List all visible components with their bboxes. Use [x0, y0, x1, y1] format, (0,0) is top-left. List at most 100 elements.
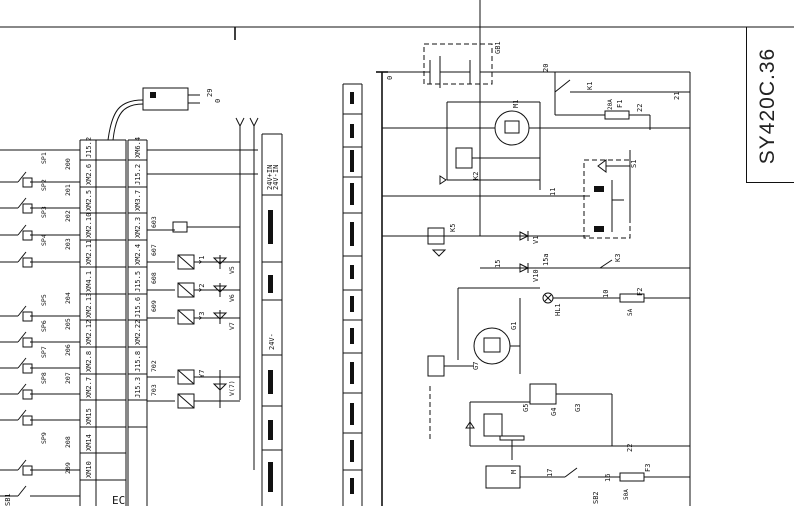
pressure-switch-label: SP4 [40, 234, 48, 246]
sp-row-6 [0, 331, 80, 348]
sp-row-2 [0, 197, 80, 214]
connector-mid-label: J15.8 [134, 351, 142, 372]
sp-row-4 [0, 251, 80, 268]
valve-diode-label: V5 [228, 266, 236, 274]
connector-left-label: XM2.10 [85, 213, 93, 238]
connector-mid-label: J15.6 [134, 297, 142, 318]
function-column [261, 133, 283, 506]
sp-row-9 [0, 409, 80, 426]
valve-y3 [177, 309, 240, 325]
connector-left-label: XM2.5 [85, 190, 93, 211]
pressure-switch-label: SP1 [40, 152, 48, 164]
valve-label: Y2 [198, 284, 206, 292]
wire-code-left: 209 [64, 462, 72, 474]
sensor-module: 29 0 [107, 87, 222, 141]
connector-mid-label: XM2.3 [134, 217, 142, 238]
svg-text:K1: K1 [586, 82, 594, 90]
connector-left-label: XM2.11 [85, 240, 93, 265]
sp-row-5 [0, 305, 80, 322]
valve-diode-label: V(7) [228, 380, 236, 396]
g1-label: G1 [510, 322, 518, 330]
svg-text:16: 16 [604, 474, 612, 482]
power-term-label: 24V+IN [266, 165, 274, 190]
valve-label: Y3 [198, 312, 206, 320]
f3-label: F3 [644, 464, 652, 472]
pressure-switch-section: EC [0, 139, 127, 507]
sb2-label: SB2 [592, 491, 600, 504]
wire-labels-top: 20 21 22 K1 F1 20A [542, 64, 681, 112]
valve-label: Y1 [198, 256, 206, 264]
connector-mid-label: XM2.22 [134, 320, 142, 345]
connector-left-label: XM2.8 [85, 351, 93, 372]
wire-0-label: 0 [214, 99, 222, 103]
regulator-g3: G3 G5 G4 22 [429, 383, 690, 460]
pressure-switch-label: SP8 [40, 372, 48, 384]
svg-text:20A: 20A [607, 99, 614, 110]
title-block [746, 27, 794, 183]
connector-left-label: XM10 [85, 461, 93, 478]
diode-v1: V1 [519, 231, 540, 244]
pressure-switch-label: SP3 [40, 206, 48, 218]
wire-code-left: 205 [64, 318, 72, 330]
motor-m1: M1 [382, 100, 690, 190]
connector-left-label: XM15 [85, 408, 93, 425]
svg-text:22: 22 [626, 444, 634, 452]
svg-text:10: 10 [602, 290, 610, 298]
wire-code-left: 208 [64, 436, 72, 448]
connector-left-label: XM2.12 [85, 320, 93, 345]
relay-k3-small [172, 221, 240, 233]
battery-gb1: GB1 [423, 41, 520, 88]
g5-label: G5 [522, 404, 530, 412]
wire-code-mid: 609 [150, 300, 158, 312]
g7-label: G7 [472, 362, 480, 370]
gb1-label: GB1 [494, 41, 502, 54]
wire-code-left: 200 [64, 158, 72, 170]
generator-g1: G1 HL1 G7 10 F2 5A [427, 287, 690, 377]
main-circuit: 0 GB1 20 21 22 K1 F1 20A [376, 0, 691, 506]
s1-label: S1 [630, 160, 638, 168]
v10-label: V10 [532, 269, 540, 282]
wire-code-mid: 702 [150, 360, 158, 372]
valve-diode-label: V7 [228, 322, 236, 330]
top-0-label: 0 [386, 76, 394, 80]
wire-code-left: 207 [64, 372, 72, 384]
drawing-number-box: SY420C.36 [748, 36, 788, 176]
diode-v10: V10 [519, 263, 540, 282]
wire-code-left: 204 [64, 292, 72, 304]
generated-text-layer: J15.2XM2.6XM2.5XM2.10XM2.11XM4.1XM2.13XM… [4, 137, 280, 506]
sp-row-3 [0, 224, 80, 241]
k2-label: K2 [472, 172, 480, 180]
wire-code-mid: 608 [150, 272, 158, 284]
valve-label: Y7 [198, 370, 206, 378]
svg-text:15a: 15a [542, 253, 550, 266]
svg-text:22: 22 [636, 104, 644, 112]
connector-mid-label: XM3.7 [134, 190, 142, 211]
svg-text:20: 20 [542, 64, 550, 72]
v24-minus-label: 24V- [268, 333, 276, 350]
g3-label: G3 [574, 404, 582, 412]
starter-circuit: M 17 16 F3 50A SB2 [485, 464, 690, 504]
valve-y1 [177, 254, 240, 270]
connector-left-label: XM4.1 [85, 271, 93, 292]
valve-section [127, 117, 259, 506]
connector-mid-label: J15.2 [134, 164, 142, 185]
power-term-label: 24V-IN [272, 165, 280, 190]
m1-label: M1 [512, 100, 520, 108]
sp-row-10 [0, 459, 80, 476]
connector-left-label: XM2.13 [85, 293, 93, 318]
pressure-switch-label: SP7 [40, 346, 48, 358]
svg-text:21: 21 [673, 92, 681, 100]
sb1-label: SB1 [4, 493, 12, 506]
wire-code-mid: 603 [150, 216, 158, 228]
k5-label: K5 [449, 224, 457, 232]
pressure-switch-label: SP5 [40, 294, 48, 306]
svg-text:F1: F1 [616, 100, 624, 108]
connector-left-label: J15.2 [85, 137, 93, 158]
connector-mid-label: J15.3 [134, 377, 142, 398]
connector-mid-label: J15.5 [134, 271, 142, 292]
drawing-number: SY420C.36 [756, 47, 780, 165]
ec-label: EC [112, 494, 125, 506]
relay-k2: K2 [439, 147, 540, 185]
